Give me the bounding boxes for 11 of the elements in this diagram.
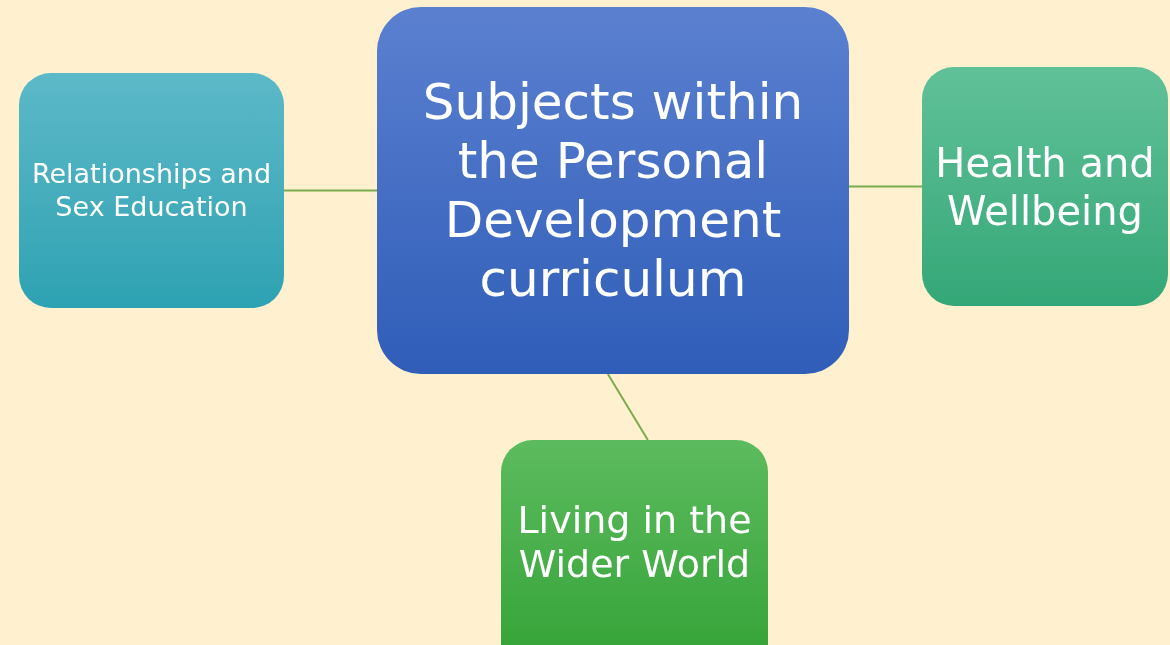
topic-box (19, 73, 284, 308)
topic-text: Subjects within the Personal Development curriculum (421, 72, 805, 309)
topic-text: Living in the Wider World (516, 498, 753, 587)
topic-box (922, 67, 1168, 306)
connector-line (606, 373, 649, 441)
connector-line (848, 185, 923, 188)
connector-line (283, 189, 378, 192)
topic-text: Relationships and Sex Education (31, 158, 272, 223)
topic-text: Health and Wellbeing (934, 138, 1156, 235)
topic-box (501, 440, 768, 645)
topic-box (377, 7, 849, 374)
